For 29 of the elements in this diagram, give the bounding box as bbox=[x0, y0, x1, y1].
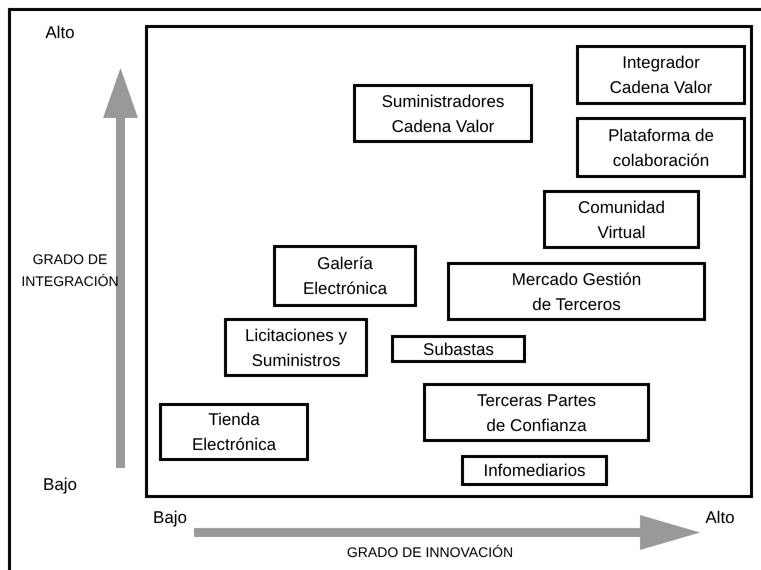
box-label: Integrador Cadena Valor bbox=[608, 52, 714, 99]
axis-end-label: Bajo bbox=[42, 474, 78, 496]
axis-end-label: Alto bbox=[704, 507, 736, 529]
plot-area-frame bbox=[145, 25, 753, 498]
category-box bbox=[391, 335, 526, 363]
axis-end-label: Bajo bbox=[152, 507, 188, 529]
box-label: Comunidad Virtual bbox=[577, 196, 666, 244]
category-box bbox=[461, 455, 608, 486]
box-label: Plataforma de colaboración bbox=[607, 124, 715, 172]
box-label: Galería Electrónica bbox=[302, 253, 388, 300]
axis-end-label: Alto bbox=[44, 22, 76, 44]
axis-title: GRADO DE INNOVACIÓN bbox=[346, 543, 514, 562]
box-label: Infomediarios bbox=[483, 460, 586, 482]
category-box bbox=[576, 45, 746, 105]
category-box bbox=[447, 262, 706, 321]
box-label: Subastas bbox=[423, 338, 494, 360]
category-box bbox=[543, 190, 700, 249]
axis-title: GRADO DE INTEGRACIÓN bbox=[20, 250, 120, 291]
category-box bbox=[224, 318, 368, 377]
box-label: Tienda Electrónica bbox=[190, 409, 278, 456]
box-label: Mercado Gestión de Terceros bbox=[512, 268, 642, 316]
category-box bbox=[576, 117, 746, 178]
category-box bbox=[423, 383, 650, 442]
box-label: Suministradores Cadena Valor bbox=[380, 90, 506, 138]
category-box bbox=[159, 403, 309, 461]
box-label: Terceras Partes de Confianza bbox=[476, 390, 598, 436]
category-box bbox=[353, 84, 533, 143]
box-label: Licitaciones y Suministros bbox=[244, 324, 348, 372]
category-box bbox=[273, 245, 417, 307]
